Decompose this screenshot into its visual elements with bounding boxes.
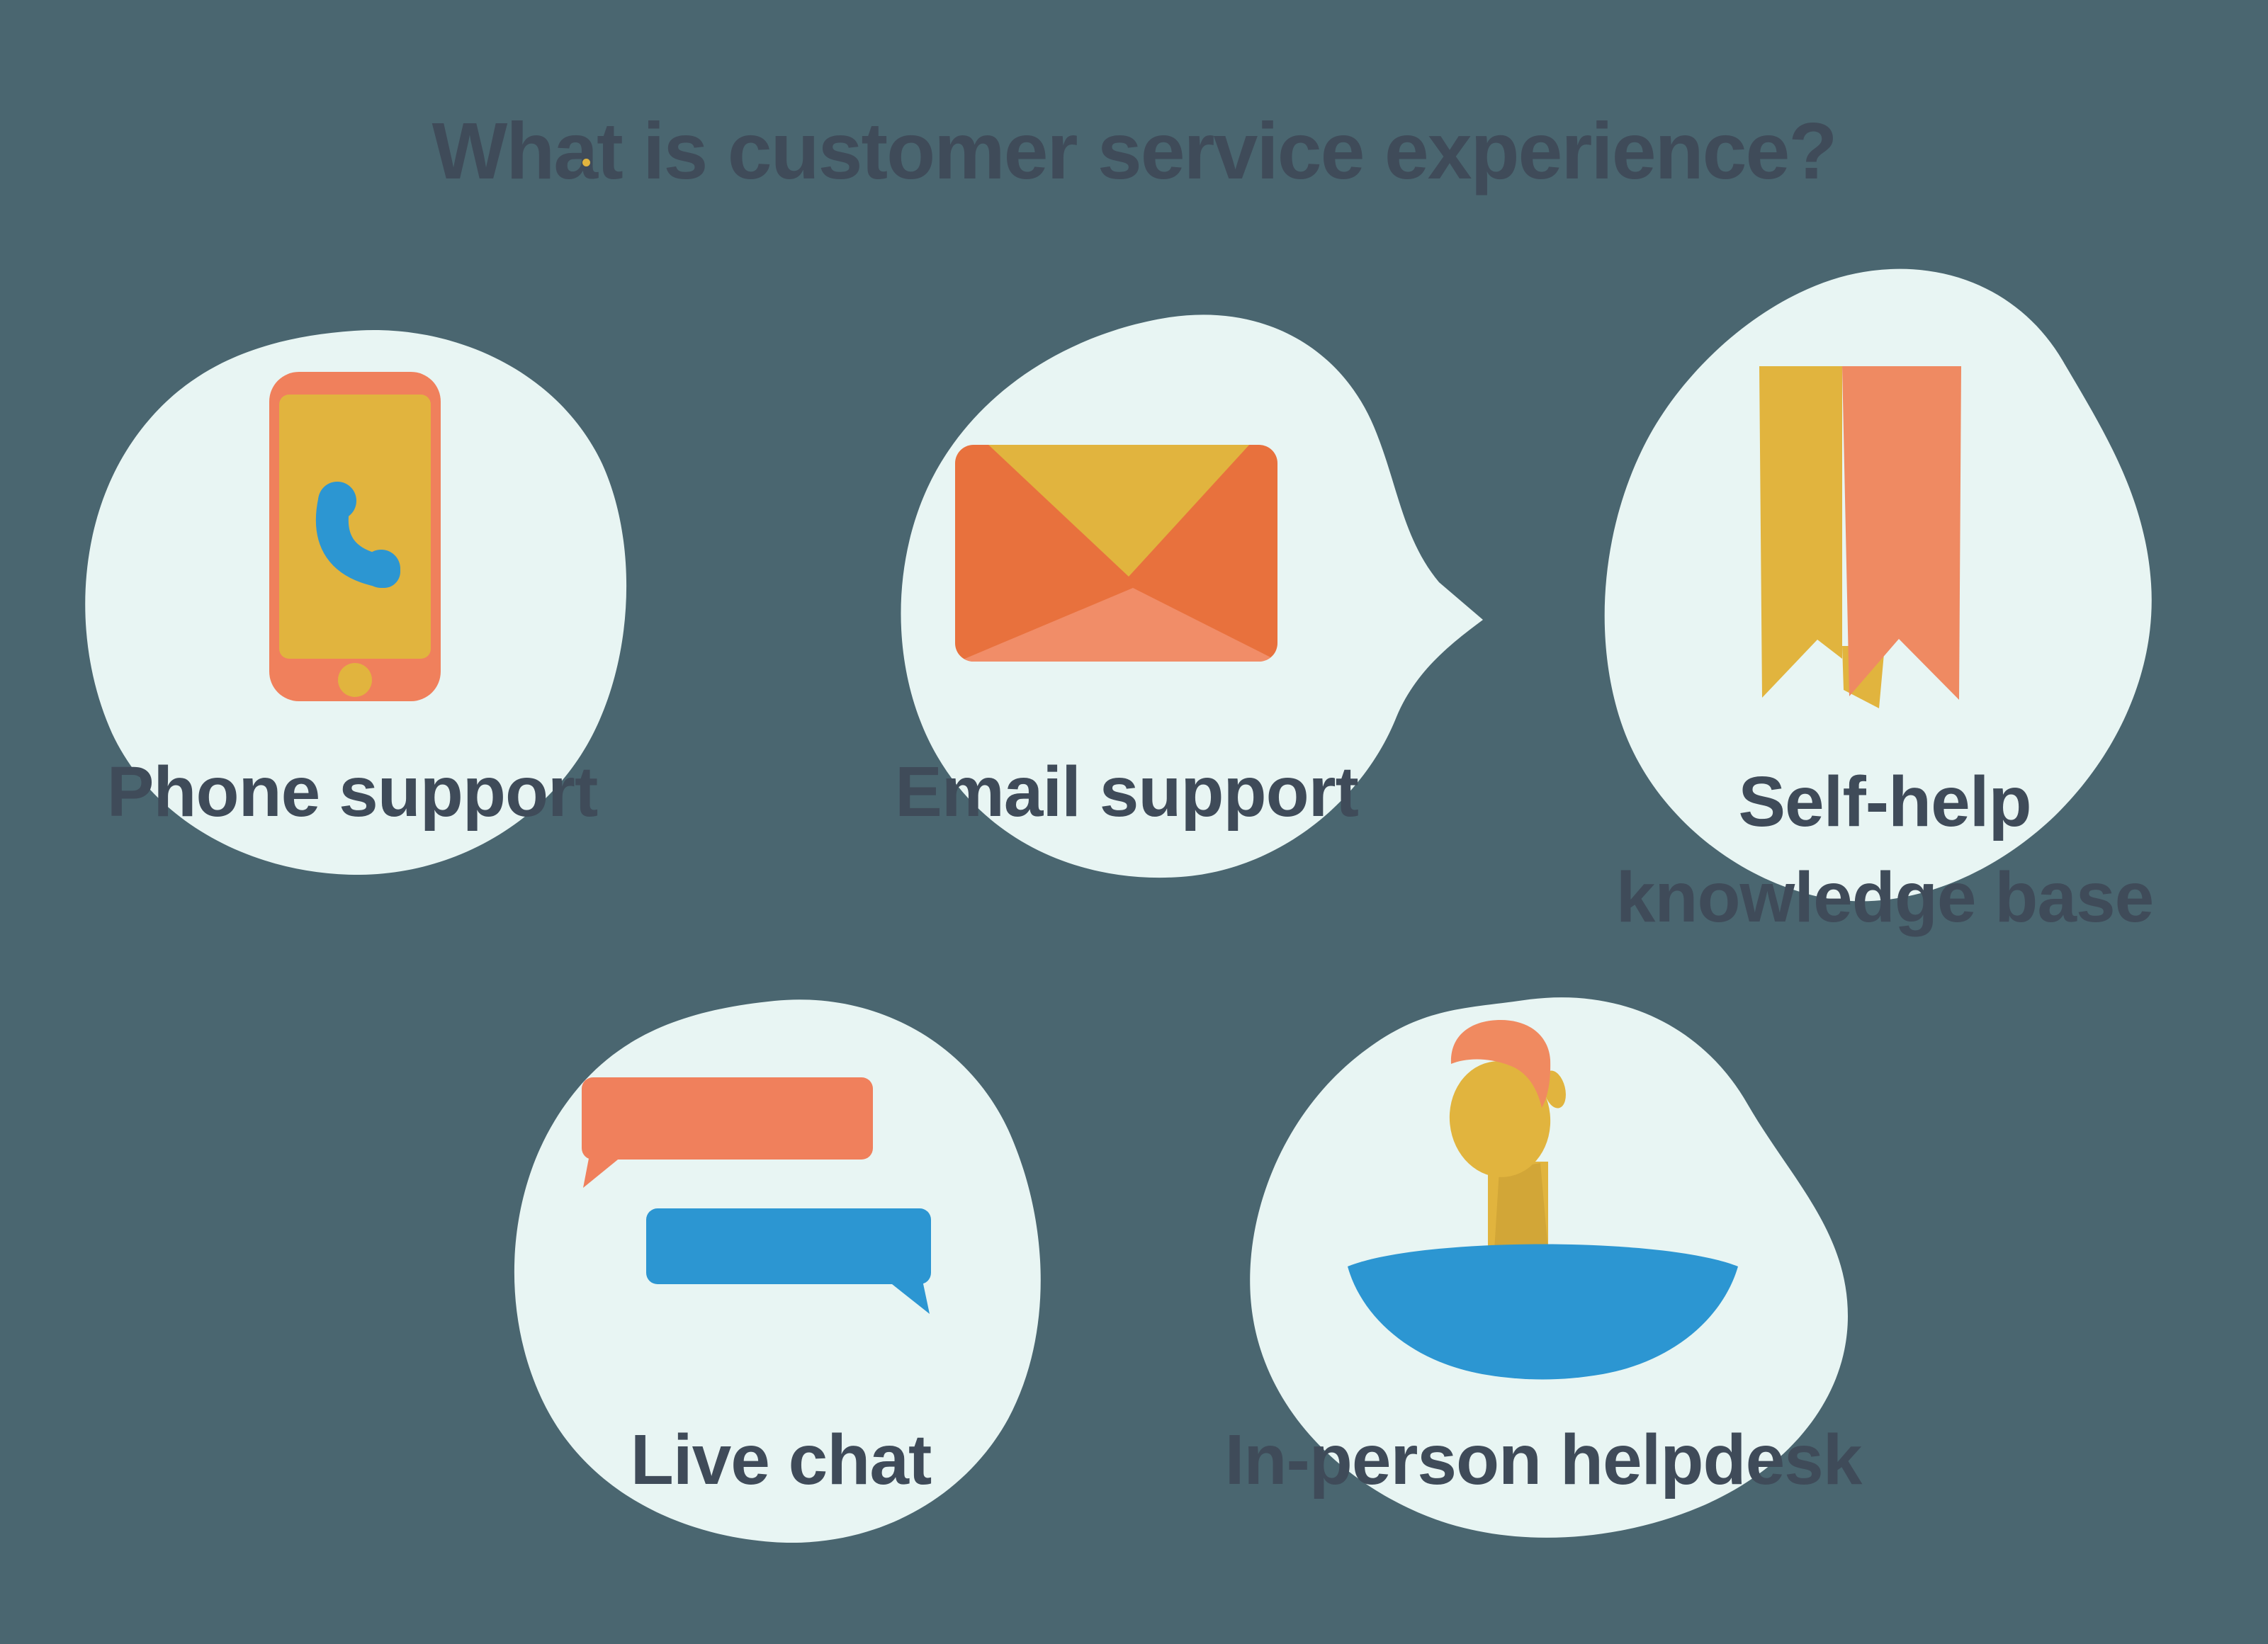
bookmark-icon <box>1759 366 1961 708</box>
card-in-person-helpdesk: In-person helpdesk <box>1223 985 1862 1544</box>
card-label-line1: Self-help <box>1738 762 2031 841</box>
envelope-icon <box>955 445 1277 662</box>
person-neck-shadow <box>1494 1163 1548 1250</box>
card-label-line2: knowledge base <box>1615 858 2154 937</box>
self-help-illustration <box>1604 268 2152 902</box>
chat-bubble-bottom <box>646 1208 931 1314</box>
card-live-chat: Live chat <box>500 995 1049 1544</box>
envelope-top-flap <box>987 445 1251 577</box>
card-label: In-person helpdesk <box>1224 1420 1863 1500</box>
person-head <box>1449 1061 1551 1177</box>
card-label: Live chat <box>630 1420 932 1500</box>
bookmark-orange-ribbon <box>1842 366 1961 700</box>
card-email-support: Email support <box>868 305 1483 900</box>
card-label: Phone support <box>106 752 599 832</box>
envelope-bottom-flap <box>955 588 1277 662</box>
card-phone-support: Phone support <box>71 322 634 882</box>
chat-bubble-top <box>582 1077 873 1188</box>
phone-support-illustration <box>85 330 627 875</box>
card-label: Email support <box>895 752 1359 832</box>
page-title: What is customer service experience? <box>431 106 1838 195</box>
live-chat-illustration <box>514 999 1041 1543</box>
card-label: Self-help knowledge base <box>1615 754 2154 946</box>
phone-home-button <box>338 663 372 697</box>
in-person-helpdesk-illustration <box>1250 997 1848 1538</box>
phone-handset-icon <box>315 482 400 588</box>
phone-icon <box>269 372 441 701</box>
title-accent-dot <box>582 159 590 166</box>
person-hair <box>1450 1020 1551 1108</box>
bookmark-yellow-ribbon <box>1759 366 1842 698</box>
email-support-illustration <box>901 314 1483 878</box>
chat-bubbles-icon <box>582 1077 931 1314</box>
card-self-help: Self-help knowledge base <box>1594 263 2154 937</box>
phone-screen <box>279 395 431 659</box>
person-desk-icon <box>1348 1020 1738 1380</box>
desk-bowl <box>1348 1244 1738 1380</box>
